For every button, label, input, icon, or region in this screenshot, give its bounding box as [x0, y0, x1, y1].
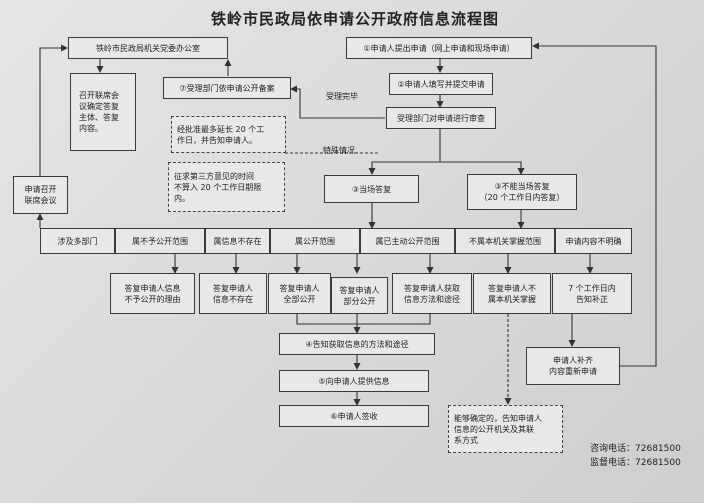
category-none: 属信息不存在 [205, 228, 270, 254]
extend-note: 经批准最多延长 20 个工 作日，并告知申请人。 [171, 116, 286, 153]
step6-node: ⑥申请人签收 [279, 405, 429, 427]
special-label: 特殊情况 [323, 146, 355, 155]
category-published: 属已主动公开范围 [360, 228, 455, 254]
meeting-node: 召开联席会 议确定答复 主体、答复 内容。 [70, 73, 136, 151]
third-party-note: 征求第三方意见的时间 不算入 20 个工作日期限 内。 [168, 162, 285, 212]
answer-method: 答复申请人获取 信息方法和途径 [392, 273, 472, 314]
supervise-number: 72681500 [635, 458, 681, 468]
phone-line: 咨询电话：72681500 [590, 442, 681, 456]
notheld-note: 能够确定的，告知申请人 信息的公开机关及其联 系方式 [448, 405, 563, 453]
onsite-node: ③当场答复 [324, 175, 419, 203]
step4-node: ④告知获取信息的方法和途径 [279, 333, 435, 355]
answer-supplement: 7 个工作日内 告知补正 [552, 273, 632, 314]
answer-none: 答复申请人 信息不存在 [199, 273, 267, 314]
phone-label: 咨询电话： [590, 444, 636, 454]
supervise-label: 监督电话： [590, 458, 636, 468]
category-multi: 涉及多部门 [40, 228, 115, 254]
resubmit-node: 申请人补齐 内容重新申请 [526, 347, 620, 385]
office-node: 铁岭市民政局机关党委办公室 [68, 37, 228, 59]
record-node: ⑦受理部门依申请公开备案 [163, 77, 291, 99]
done-label: 受理完毕 [326, 92, 358, 101]
contact-info: 咨询电话：72681500 监督电话：72681500 [590, 442, 681, 470]
review-node: 受理部门对申请进行审查 [386, 107, 496, 129]
category-unclear: 申请内容不明确 [555, 228, 632, 254]
category-public: 属公开范围 [270, 228, 360, 254]
phone-number: 72681500 [635, 444, 681, 454]
step2-node: ②申请人填写并提交申请 [389, 73, 493, 95]
apply-meeting-node: 申请召开 联席会议 [13, 176, 68, 214]
answer-notheld: 答复申请人不 属本机关掌握 [473, 273, 551, 314]
answer-full: 答复申请人 全部公开 [268, 273, 331, 314]
diagram-title: 铁岭市民政局依申请公开政府信息流程图 [210, 10, 499, 28]
answer-partial: 答复申请人 部分公开 [331, 277, 388, 314]
not-onsite-node: ③不能当场答复 （20 个工作日内答复） [467, 174, 577, 210]
category-secret: 属不予公开范围 [115, 228, 205, 254]
supervise-line: 监督电话：72681500 [590, 456, 681, 470]
step5-node: ⑤向申请人提供信息 [279, 370, 429, 392]
category-notheld: 不属本机关掌握范围 [455, 228, 555, 254]
step1-node: ①申请人提出申请（网上申请和现场申请） [346, 37, 532, 59]
answer-secret: 答复申请人信息 不予公开的理由 [110, 273, 195, 314]
